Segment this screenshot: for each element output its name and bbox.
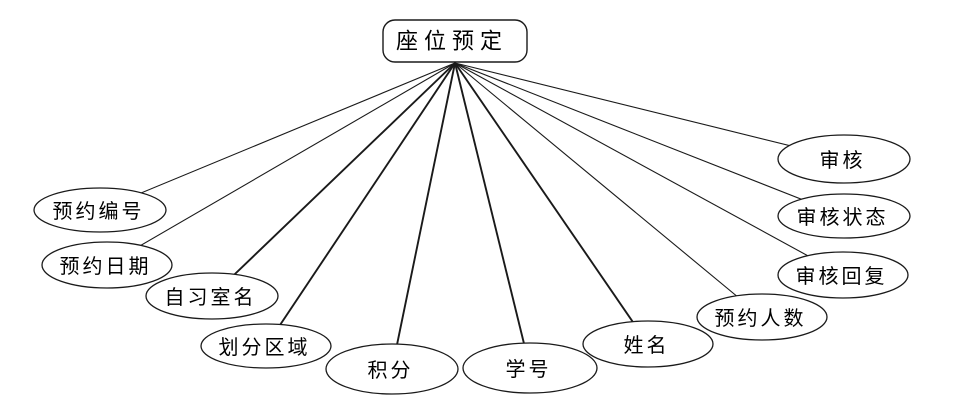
attribute-node-student-id: 学号 [462, 342, 598, 394]
attribute-label: 审核状态 [797, 205, 889, 229]
attribute-node-points: 积分 [325, 343, 459, 395]
attribute-label: 姓名 [624, 333, 670, 357]
attribute-node-reservation-date: 预约日期 [41, 241, 173, 289]
connector-line-reservation-people [454, 62, 763, 318]
attribute-label: 预约编号 [53, 199, 145, 223]
attribute-ellipse [200, 323, 332, 369]
connector-line-partition-area [265, 62, 456, 347]
connector-line-review-status [454, 62, 845, 217]
connector-line-study-room-name [211, 62, 456, 297]
attribute-node-review: 审核 [777, 134, 911, 184]
entity-rect [382, 19, 528, 63]
connector-line-reservation-number [99, 62, 456, 211]
attribute-ellipse [325, 343, 459, 395]
connector-line-review-reply [454, 62, 844, 276]
attribute-label: 预约人数 [715, 306, 807, 330]
attribute-node-review-reply: 审核回复 [777, 251, 909, 299]
attribute-ellipse [145, 272, 279, 320]
attribute-ellipse [41, 241, 173, 289]
connector-line-reservation-date [106, 62, 456, 266]
attribute-label: 积分 [368, 358, 414, 382]
attribute-label: 预约日期 [60, 254, 152, 278]
attribute-node-student-name: 姓名 [582, 320, 714, 368]
attribute-label: 审核 [820, 148, 866, 172]
attribute-node-partition-area: 划分区域 [200, 323, 332, 369]
attribute-node-reservation-people: 预约人数 [696, 293, 828, 341]
entity-node-seat-reservation: 座位预定 [382, 19, 528, 63]
attribute-ellipse [777, 251, 909, 299]
attribute-label: 划分区域 [219, 335, 311, 359]
attribute-ellipse [696, 293, 828, 341]
attribute-node-study-room-name: 自习室名 [145, 272, 279, 320]
connector-lines [99, 62, 845, 370]
connector-line-student-id [454, 62, 531, 369]
attribute-node-reservation-number: 预约编号 [33, 187, 167, 233]
attribute-node-review-status: 审核状态 [777, 193, 911, 239]
attribute-ellipse [582, 320, 714, 368]
attribute-label: 自习室名 [165, 285, 257, 309]
connector-line-points [391, 62, 456, 370]
attribute-ellipse [777, 193, 911, 239]
connector-line-student-name [454, 62, 649, 345]
attribute-label: 学号 [506, 357, 552, 381]
connector-line-review [454, 62, 845, 160]
attribute-ellipse [462, 342, 598, 394]
attribute-ellipse [777, 134, 911, 184]
attribute-ellipse [33, 187, 167, 233]
attribute-label: 审核回复 [796, 264, 888, 288]
entity-label: 座位预定 [396, 30, 508, 55]
